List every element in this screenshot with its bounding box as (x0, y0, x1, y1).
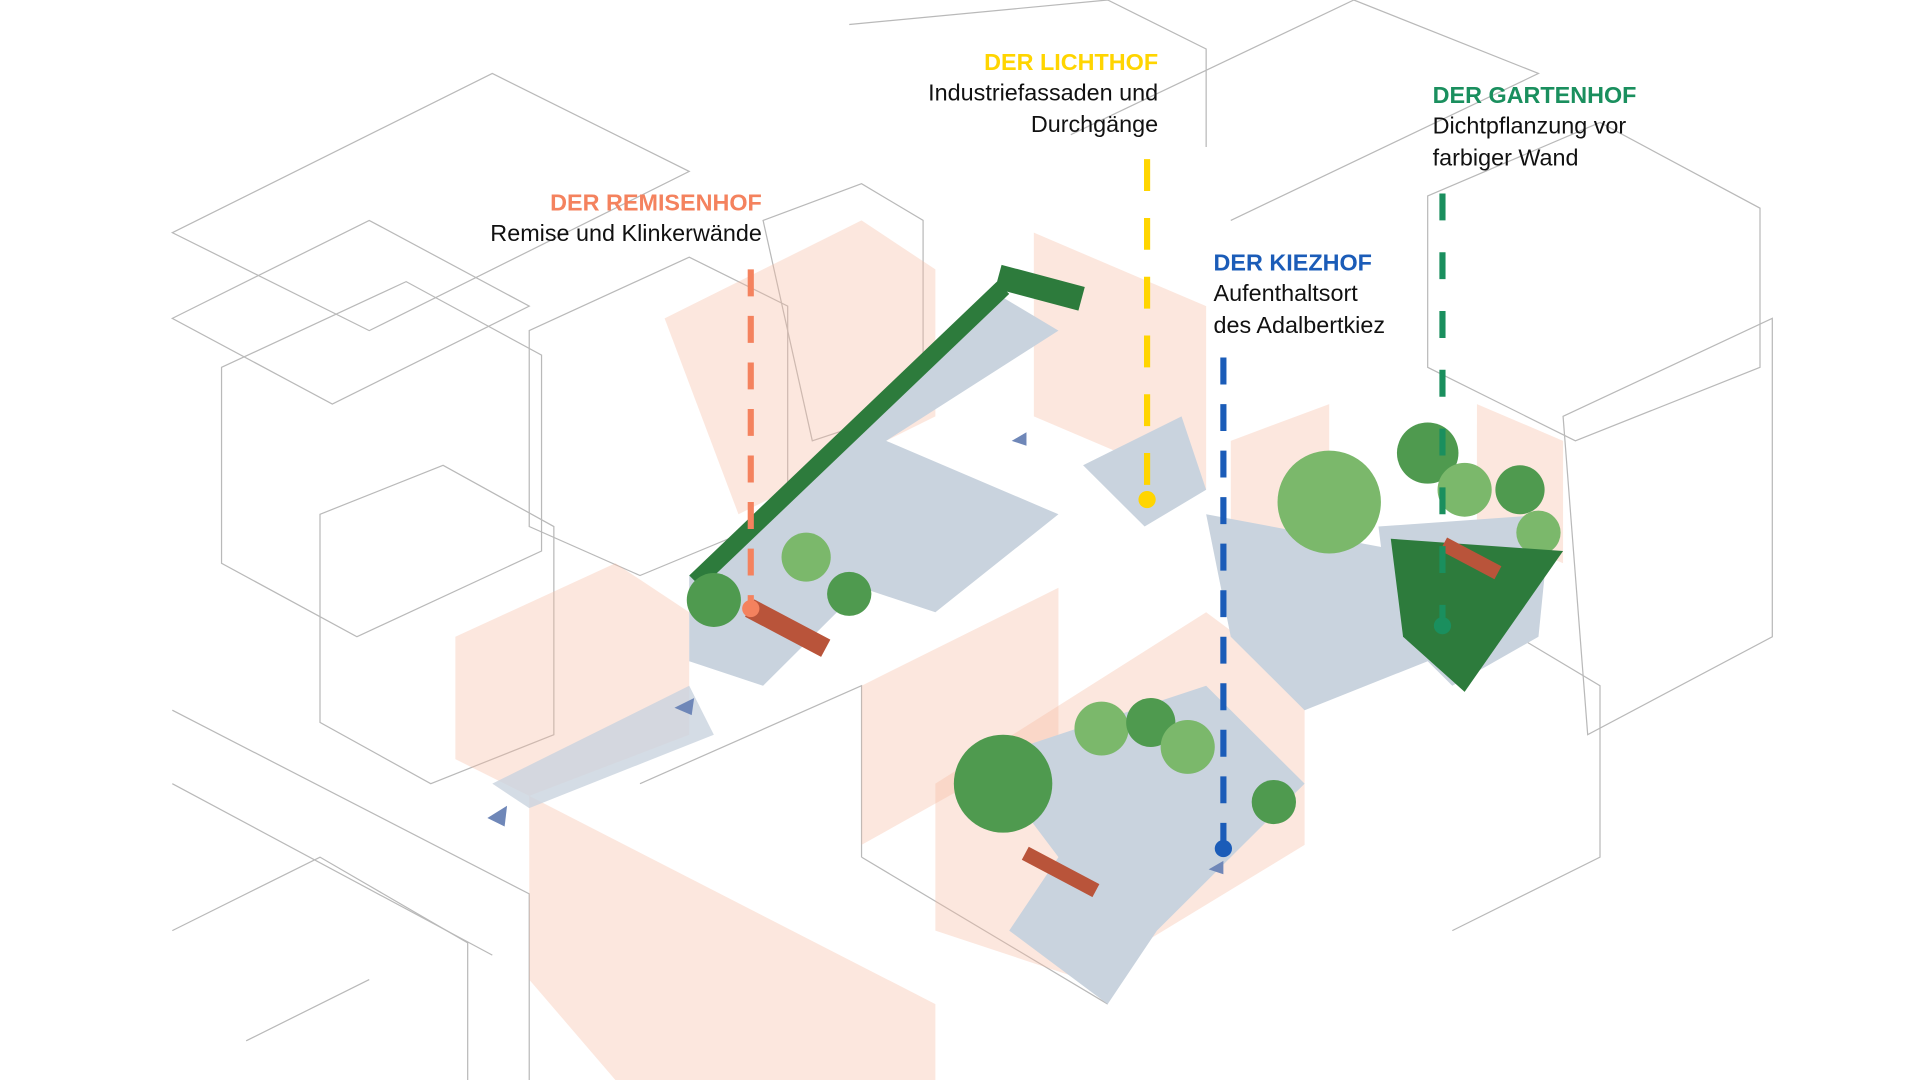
entrance-arrow-icon (487, 805, 508, 827)
lichthof-marker-dot (1138, 491, 1156, 509)
kiezhof-marker-dot (1214, 840, 1232, 858)
entrance-arrow-icon (674, 697, 695, 716)
gartenhof-marker-dot (1433, 617, 1452, 635)
lichthof-description-line2: Durchgänge (1031, 111, 1158, 137)
entrance-arrows (487, 432, 1224, 875)
remisenhof-marker-dot (742, 600, 760, 618)
label-remisenhof: DER REMISENHOF Remise und Klinkerwände (490, 190, 762, 618)
kiezhof-title: DER KIEZHOF (1214, 250, 1372, 276)
gartenhof-description-line2: farbiger Wand (1433, 144, 1579, 170)
label-lichthof: DER LICHTHOF Industriefassaden und Durch… (928, 49, 1158, 509)
lichthof-description-line1: Industriefassaden und (928, 79, 1158, 105)
entrance-arrow-icon (1011, 432, 1027, 446)
gartenhof-description-line1: Dichtpflanzung vor (1433, 113, 1627, 139)
kiezhof-description-line1: Aufenthaltsort (1214, 280, 1359, 306)
entrance-arrow-icon (1208, 860, 1224, 875)
label-kiezhof: DER KIEZHOF Aufenthaltsort des Adalbertk… (1214, 250, 1386, 858)
remisenhof-description: Remise und Klinkerwände (490, 220, 762, 246)
label-gartenhof: DER GARTENHOF Dichtpflanzung vor farbige… (1433, 82, 1637, 635)
lichthof-title: DER LICHTHOF (984, 49, 1158, 75)
background-building-sketches (170, 0, 1773, 1080)
vegetation (686, 264, 1564, 898)
kiezhof-description-line2: des Adalbertkiez (1214, 312, 1386, 338)
remisenhof-title: DER REMISENHOF (550, 190, 762, 216)
gartenhof-title: DER GARTENHOF (1433, 82, 1637, 108)
